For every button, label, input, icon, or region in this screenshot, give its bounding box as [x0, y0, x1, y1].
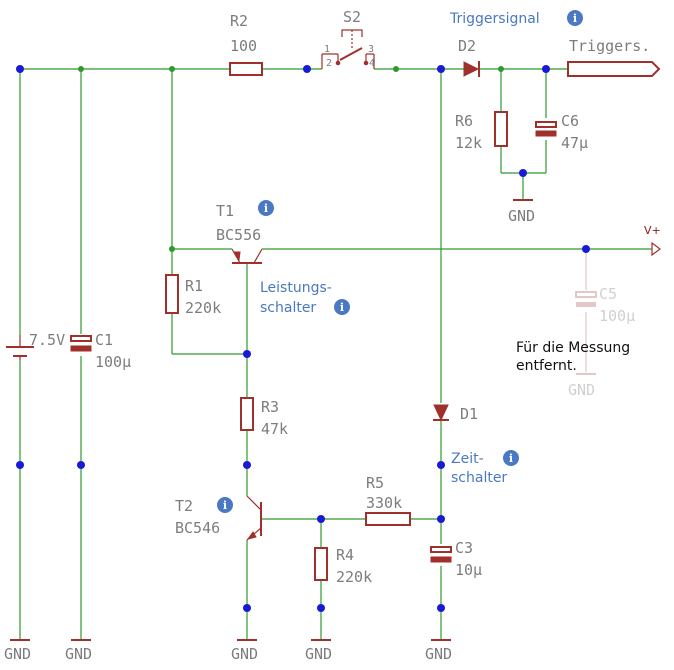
info-icon[interactable]: i: [503, 450, 519, 466]
leistung-note-1: Leistungs-: [260, 280, 332, 296]
r6-name: R6: [455, 112, 473, 130]
r5-resistor: [365, 512, 411, 526]
gnd-c5-label: GND: [568, 381, 595, 399]
c6-capacitor: [535, 121, 557, 137]
d1-diode: [433, 404, 449, 422]
r5-value: 330k: [366, 494, 402, 512]
c5-capacitor-removed: [575, 291, 597, 375]
r1-resistor: [165, 274, 179, 314]
r6-value: 12k: [455, 134, 482, 152]
gnd-label-3: GND: [231, 645, 258, 663]
r2-value: 100: [230, 37, 257, 55]
messung-note-1: Für die Messung: [516, 340, 630, 356]
t1-name: T1: [216, 202, 234, 220]
r4-value: 220k: [336, 568, 372, 586]
junctions: [16, 65, 590, 612]
c5-name: C5: [599, 285, 617, 303]
c3-capacitor: [430, 546, 452, 563]
c5-value: 100µ: [599, 307, 635, 325]
leistung-note-2: schalter: [260, 300, 316, 316]
r4-name: R4: [336, 546, 354, 564]
t2-name: T2: [175, 497, 193, 515]
c6-name: C6: [561, 112, 579, 130]
info-icon[interactable]: i: [567, 10, 583, 26]
s2-pin4: 4: [369, 58, 375, 69]
info-icon[interactable]: i: [258, 200, 274, 216]
gnd-label-5: GND: [425, 645, 452, 663]
svg-text:i: i: [340, 301, 344, 314]
gnd-label-1: GND: [4, 645, 31, 663]
zeit-note-1: Zeit-: [451, 451, 484, 467]
svg-text:i: i: [509, 452, 513, 465]
r2-resistor: [229, 62, 263, 76]
r3-value: 47k: [261, 420, 288, 438]
r1-name: R1: [185, 277, 203, 295]
r4-resistor: [314, 547, 328, 581]
svg-text:i: i: [264, 202, 268, 215]
r6-resistor: [494, 111, 508, 147]
t2-transistor: [246, 495, 262, 541]
c6-value: 47µ: [561, 134, 588, 152]
c1-capacitor: [70, 335, 92, 352]
c1-name: C1: [95, 331, 113, 349]
battery: [6, 335, 34, 360]
s2-pin3: 3: [368, 44, 374, 55]
c3-name: C3: [455, 539, 473, 557]
info-icon[interactable]: i: [217, 497, 233, 513]
zeit-note-2: schalter: [451, 470, 507, 486]
s2-name: S2: [343, 8, 361, 26]
battery-voltage: 7.5V: [29, 331, 65, 349]
trigger-note: Triggersignal: [449, 11, 540, 27]
c1-value: 100µ: [95, 353, 131, 371]
d2-diode: [463, 61, 480, 77]
vplus-label: V+: [644, 224, 661, 237]
svg-text:i: i: [573, 12, 577, 25]
gnd-d2-label: GND: [508, 207, 535, 225]
t2-value: BC546: [175, 519, 220, 537]
gnd-label-2: GND: [65, 645, 92, 663]
r5-name: R5: [366, 474, 384, 492]
info-icon[interactable]: i: [334, 299, 350, 315]
r2-name: R2: [230, 12, 248, 30]
s2-pin2: 2: [326, 58, 332, 69]
s2-pin1: 1: [324, 44, 330, 55]
r1-value: 220k: [185, 299, 221, 317]
d2-name: D2: [458, 37, 476, 55]
r3-resistor: [240, 397, 254, 431]
c3-value: 10µ: [455, 561, 482, 579]
r3-name: R3: [261, 398, 279, 416]
trigger-port: [567, 61, 661, 77]
vplus-port: [651, 241, 661, 257]
s2-switch: [321, 29, 375, 69]
t1-transistor: [231, 248, 263, 264]
trigger-port-label: Triggers.: [569, 37, 650, 55]
messung-note-2: entfernt.: [516, 358, 577, 374]
d1-name: D1: [460, 405, 478, 423]
gnd-label-4: GND: [305, 645, 332, 663]
t1-value: BC556: [216, 226, 261, 244]
svg-text:i: i: [223, 499, 227, 512]
